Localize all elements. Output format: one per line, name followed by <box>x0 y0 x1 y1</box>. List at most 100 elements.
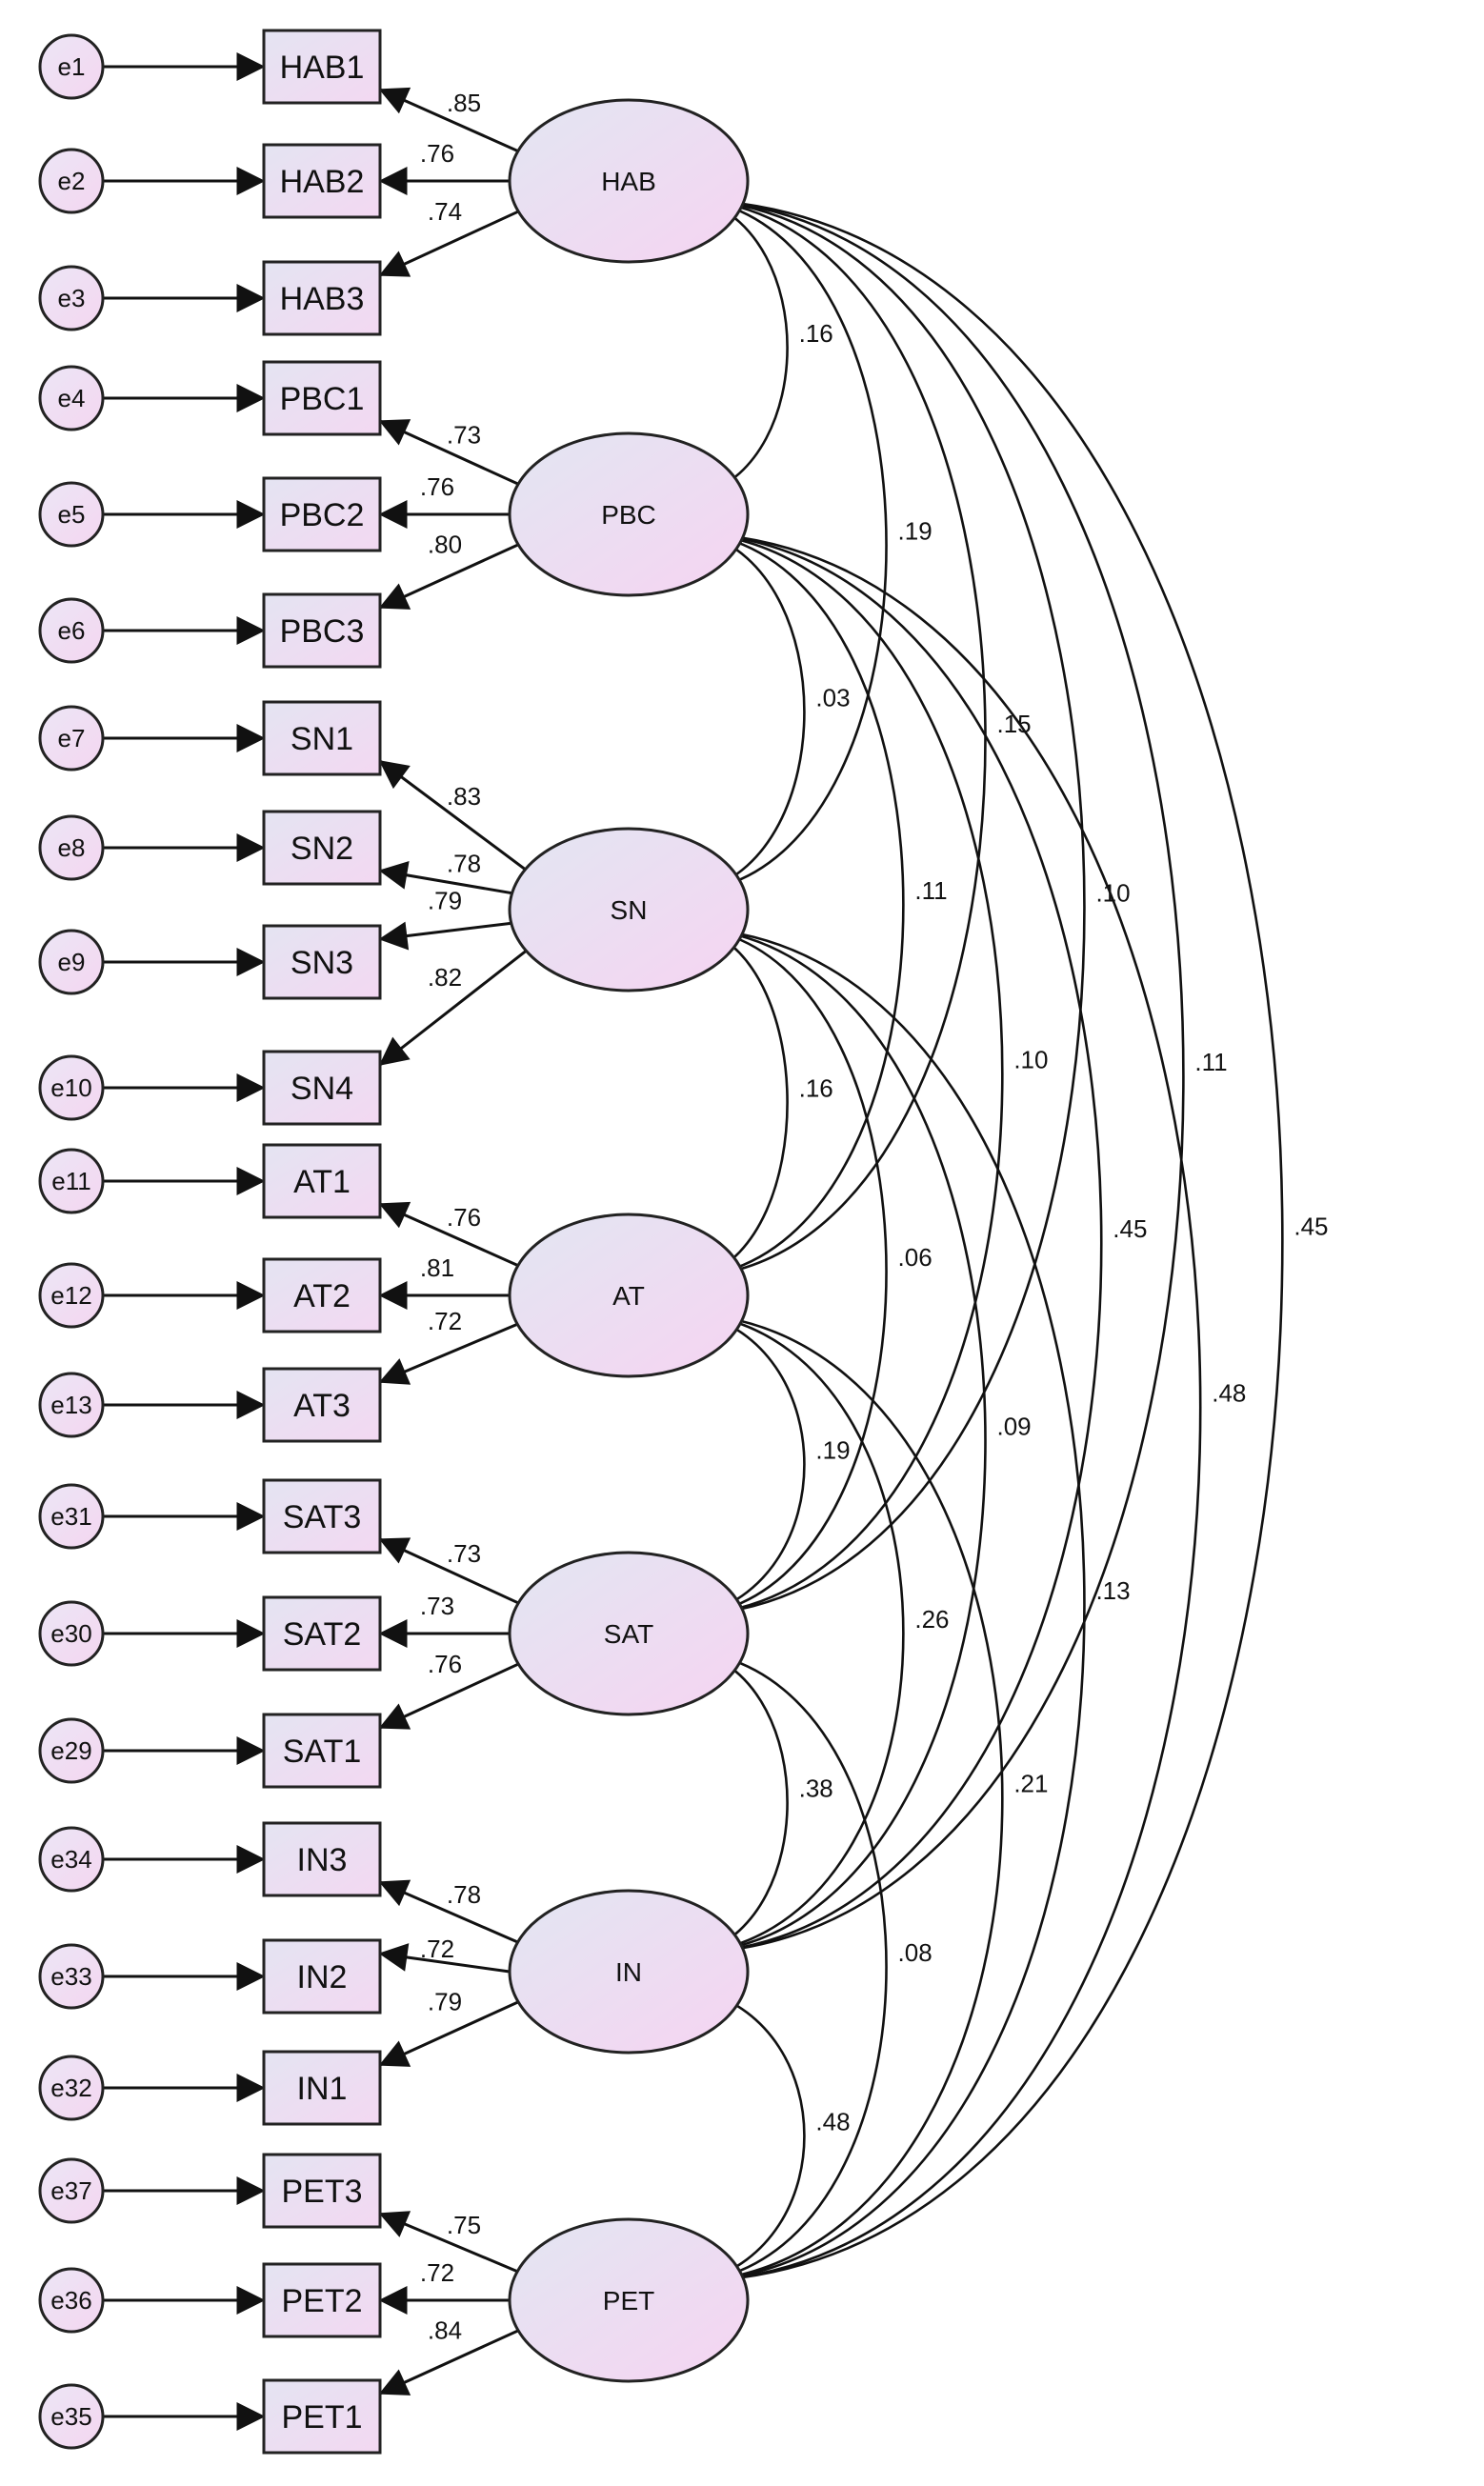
error-label: e8 <box>58 833 86 862</box>
correlation-arc <box>701 189 1284 2293</box>
latent-node-sat: SAT <box>508 1551 750 1716</box>
indicator-label: IN3 <box>297 1842 348 1878</box>
indicator-node-pet1: PET1 <box>262 2378 382 2455</box>
indicator-node-in2: IN2 <box>262 1938 382 2015</box>
error-node-e34: e34 <box>38 1826 105 1893</box>
error-node-e8: e8 <box>38 814 105 881</box>
error-node-e9: e9 <box>38 929 105 995</box>
correlation-arc <box>701 189 1086 1626</box>
loading-label: .78 <box>447 849 481 877</box>
correlation-label: .26 <box>914 1605 949 1634</box>
error-node-e5: e5 <box>38 481 105 548</box>
indicator-node-sn4: SN4 <box>262 1050 382 1126</box>
error-node-e30: e30 <box>38 1600 105 1667</box>
latent-node-sn: SN <box>508 827 750 992</box>
latent-node-pbc: PBC <box>508 431 750 597</box>
loading-label: .75 <box>447 2211 481 2239</box>
correlation-label: .45 <box>1293 1213 1328 1241</box>
loading-path-arrow <box>378 1657 530 1730</box>
loading-label: .85 <box>447 89 481 117</box>
correlation-label: .09 <box>997 1413 1032 1441</box>
latent-label: HAB <box>601 167 656 196</box>
indicator-label: HAB2 <box>280 164 365 200</box>
correlation-arc <box>701 1305 905 1962</box>
correlation-arc <box>701 1985 806 2287</box>
loading-label: .80 <box>428 530 462 558</box>
indicator-label: SAT3 <box>283 1499 362 1535</box>
error-node-e13: e13 <box>38 1372 105 1438</box>
loading-path-arrow <box>378 1201 530 1272</box>
loading-path-arrow <box>378 947 530 1067</box>
indicator-label: IN2 <box>297 1959 348 1995</box>
indicator-node-at2: AT2 <box>262 1257 382 1333</box>
correlation-label: .38 <box>799 1774 833 1803</box>
correlation-arc <box>701 528 806 896</box>
loading-label: .74 <box>428 197 462 226</box>
indicator-label: PBC3 <box>280 613 365 650</box>
indicator-node-pet2: PET2 <box>262 2262 382 2338</box>
indicator-node-hab1: HAB1 <box>262 29 382 105</box>
error-node-e35: e35 <box>38 2383 105 2450</box>
loading-path-arrow <box>378 1537 530 1610</box>
indicator-label: SN3 <box>291 945 353 981</box>
error-node-e37: e37 <box>38 2157 105 2224</box>
loading-label: .79 <box>428 887 462 915</box>
indicator-node-sat3: SAT3 <box>262 1478 382 1554</box>
correlation-label: .48 <box>815 2108 850 2136</box>
loading-label: .76 <box>428 1650 462 1678</box>
correlation-label: .06 <box>898 1243 933 1272</box>
latent-label: SN <box>611 895 648 925</box>
indicator-label: AT2 <box>293 1278 351 1314</box>
loading-label: .79 <box>428 1987 462 2015</box>
loading-label: .72 <box>428 1307 462 1335</box>
error-label: e5 <box>58 500 86 529</box>
indicator-label: PET3 <box>281 2174 362 2210</box>
indicator-label: AT1 <box>293 1164 351 1200</box>
correlation-label: .03 <box>815 684 850 712</box>
indicator-label: SN4 <box>291 1071 353 1107</box>
correlation-label: .45 <box>1113 1214 1147 1243</box>
correlation-label: .16 <box>799 319 833 348</box>
indicator-node-sat2: SAT2 <box>262 1595 382 1672</box>
loading-path-arrow <box>378 1943 511 1974</box>
correlation-label: .48 <box>1212 1379 1246 1408</box>
correlation-label: .19 <box>898 517 933 546</box>
loading-path-arrow <box>378 419 530 491</box>
loading-label: .73 <box>447 421 481 450</box>
error-node-e1: e1 <box>38 33 105 100</box>
latent-node-pet: PET <box>508 2217 750 2383</box>
error-node-e6: e6 <box>38 597 105 664</box>
error-node-e31: e31 <box>38 1483 105 1550</box>
indicator-label: PET1 <box>281 2399 362 2436</box>
indicator-label: SN2 <box>291 831 353 867</box>
loading-path-arrow <box>378 759 530 873</box>
correlation-arc <box>701 191 888 899</box>
error-label: e12 <box>50 1281 91 1310</box>
latent-node-hab: HAB <box>508 98 750 264</box>
error-node-e3: e3 <box>38 265 105 331</box>
error-node-e32: e32 <box>38 2055 105 2121</box>
error-label: e3 <box>58 284 86 312</box>
error-node-e36: e36 <box>38 2267 105 2334</box>
error-node-e10: e10 <box>38 1054 105 1121</box>
loading-label: .81 <box>420 1253 454 1282</box>
correlation-label: .13 <box>1095 1576 1130 1605</box>
indicator-label: SN1 <box>291 721 353 757</box>
loading-path-arrow <box>378 2324 530 2396</box>
indicator-node-in1: IN1 <box>262 2050 382 2126</box>
indicator-label: PET2 <box>281 2283 362 2319</box>
correlation-arc <box>701 189 1185 1964</box>
correlation-arc <box>701 522 1103 1964</box>
latent-label: PBC <box>601 500 656 530</box>
error-label: e9 <box>58 948 86 976</box>
latent-node-at: AT <box>508 1213 750 1378</box>
measurement-paths <box>103 52 530 2431</box>
correlation-label: .11 <box>914 876 947 905</box>
indicator-label: HAB1 <box>280 50 365 86</box>
correlation-arc <box>701 195 789 500</box>
indicator-label: AT3 <box>293 1388 351 1424</box>
correlation-arc <box>701 522 1202 2293</box>
indicator-node-at1: AT1 <box>262 1143 382 1219</box>
correlation-arc <box>701 190 987 1287</box>
